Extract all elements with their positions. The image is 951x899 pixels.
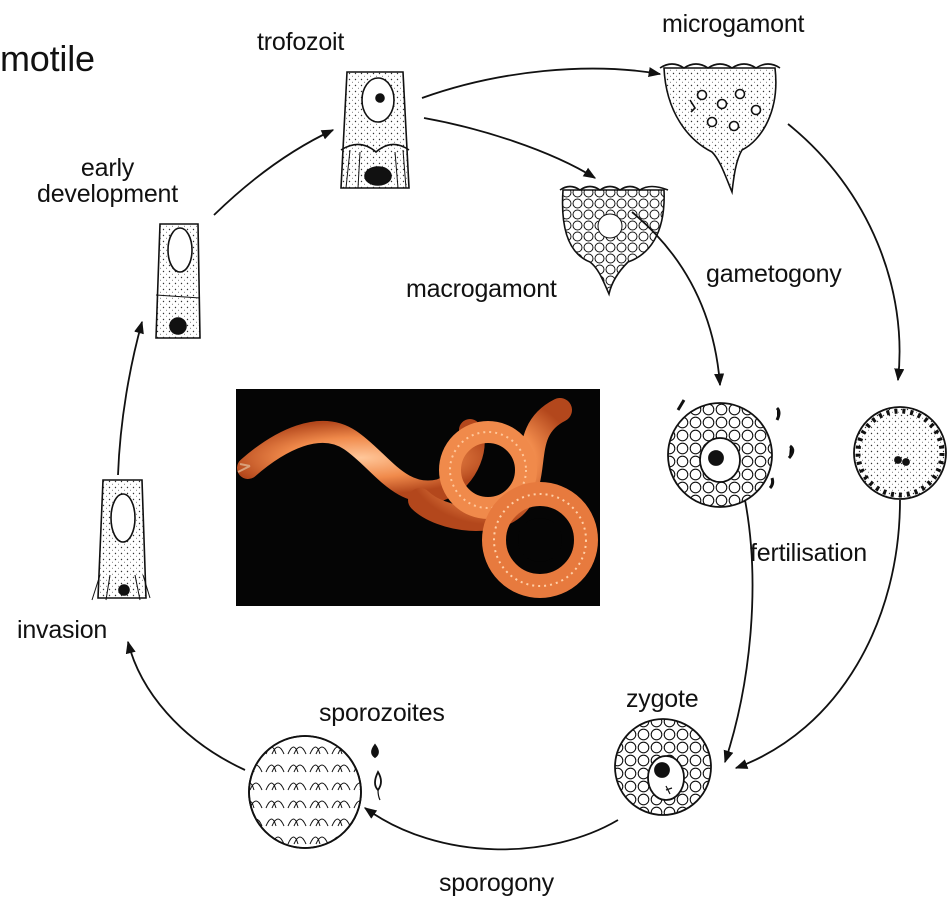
microgamont-cell xyxy=(660,64,780,192)
arrow-trofozoit-to-macrogamont xyxy=(424,118,595,178)
label-early-development-line1: early xyxy=(30,155,185,181)
label-sporogony: sporogony xyxy=(439,870,554,896)
arrow-invasion-to-early-development xyxy=(118,322,142,475)
label-microgamont: microgamont xyxy=(662,11,804,37)
sporozoites-cell xyxy=(249,736,381,848)
label-early-development: early development xyxy=(30,155,185,208)
label-sporozoites: sporozoites xyxy=(319,700,445,726)
gamete-cell-right xyxy=(854,407,946,499)
label-invasion: invasion xyxy=(17,617,107,643)
invasion-cell xyxy=(92,480,150,600)
label-early-development-line2: development xyxy=(30,181,185,207)
host-worm-photo xyxy=(236,389,600,606)
label-trofozoit: trofozoit xyxy=(257,29,344,55)
label-gametogony: gametogony xyxy=(706,261,842,287)
arrow-male-cell-to-zygote xyxy=(725,500,752,762)
macrogamont-cell xyxy=(560,187,668,295)
early-development-cell xyxy=(156,224,200,338)
label-zygote: zygote xyxy=(626,686,698,712)
arrow-zygote-to-sporozoites xyxy=(365,808,618,849)
label-fertilisation: fertilisation xyxy=(750,540,867,566)
arrow-trofozoit-to-microgamont xyxy=(422,69,660,98)
arrow-microgamont-to-female-cell xyxy=(788,124,900,380)
arrow-early-development-to-trofozoit xyxy=(214,130,333,215)
zygote-cell xyxy=(615,719,711,815)
trofozoit-cell xyxy=(341,72,409,188)
label-macrogamont: macrogamont xyxy=(406,276,557,302)
title-fragment: motile xyxy=(0,40,95,78)
arrow-sporozoites-to-invasion xyxy=(128,642,245,770)
gamete-cell-left xyxy=(668,400,793,507)
